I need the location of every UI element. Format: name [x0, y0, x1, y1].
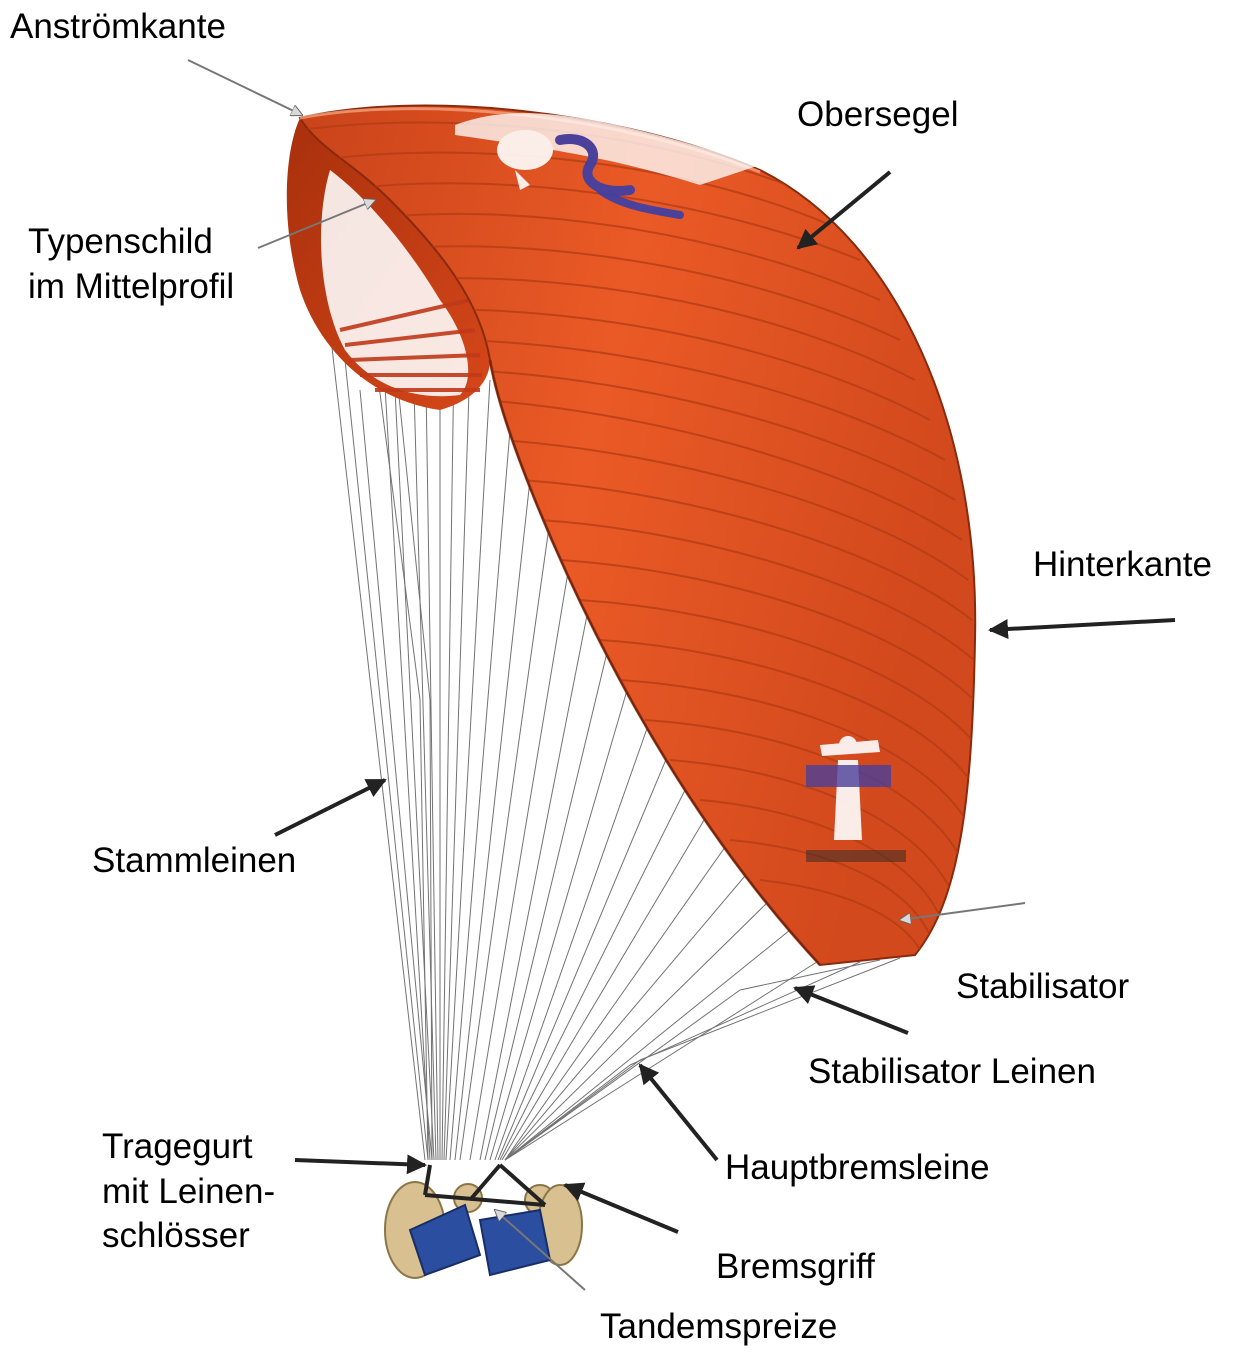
label-hauptbremsleine: Hauptbremsleine — [725, 1147, 990, 1189]
arrow-stabilisator-leinen — [795, 988, 908, 1033]
label-tragegurt-line3: schlösser — [102, 1215, 250, 1257]
tandem-pilots — [385, 1182, 582, 1278]
label-tragegurt-line1: Tragegurt — [102, 1126, 252, 1168]
label-stabilisator-leinen: Stabilisator Leinen — [808, 1051, 1096, 1093]
arrow-tragegurt — [295, 1160, 425, 1165]
label-hinterkante: Hinterkante — [1033, 544, 1212, 586]
arrow-hinterkante — [990, 620, 1175, 630]
label-anstroemkante: Anströmkante — [10, 6, 226, 48]
label-bremsgriff: Bremsgriff — [716, 1246, 875, 1288]
label-tragegurt-line2: mit Leinen- — [102, 1171, 275, 1213]
arrow-hauptbremsleine — [640, 1065, 717, 1160]
label-tandemspreize: Tandemspreize — [600, 1306, 837, 1348]
label-stabilisator: Stabilisator — [956, 966, 1129, 1008]
arrow-stammleinen — [275, 780, 385, 835]
label-stammleinen: Stammleinen — [92, 840, 296, 882]
label-typenschild-line2: im Mittelprofil — [28, 266, 234, 308]
label-obersegel: Obersegel — [797, 94, 958, 136]
label-typenschild-line1: Typenschild — [28, 221, 213, 263]
arrow-anstroemkante — [188, 60, 302, 115]
